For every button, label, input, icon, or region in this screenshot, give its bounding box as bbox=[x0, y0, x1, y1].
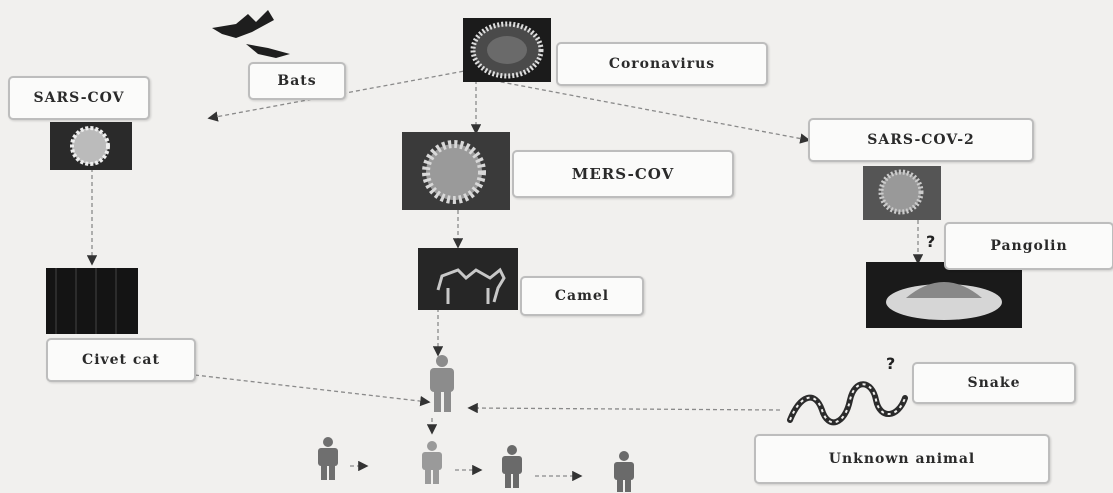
sars-cov-virus-image bbox=[50, 122, 132, 170]
mers-cov-virus-image bbox=[402, 132, 510, 210]
snake-label: Snake bbox=[912, 362, 1076, 404]
coronavirus-image bbox=[463, 18, 551, 82]
camel-icon bbox=[418, 248, 518, 310]
edge-coronavirus-sars-cov-2 bbox=[479, 77, 811, 144]
human-icon-2 bbox=[422, 441, 442, 484]
human-icon-4 bbox=[614, 451, 634, 492]
snake-icon bbox=[787, 381, 908, 426]
civet-cat-icon bbox=[46, 268, 138, 334]
sars-cov-2-label: SARS-COV-2 bbox=[808, 118, 1034, 162]
coronavirus-label: Coronavirus bbox=[556, 42, 768, 86]
snake-question-mark: ? bbox=[886, 354, 896, 373]
camel-label: Camel bbox=[520, 276, 644, 316]
unknown-animal-label: Unknown animal bbox=[754, 434, 1050, 484]
sars-cov-2-virus-image bbox=[863, 166, 941, 220]
edge-snake-human bbox=[467, 402, 781, 414]
edge-civet-human bbox=[194, 374, 431, 407]
bats-label: Bats bbox=[248, 62, 346, 100]
pangolin-label: Pangolin bbox=[944, 222, 1113, 270]
human-icon-1 bbox=[318, 437, 338, 480]
mers-cov-label: MERS-COV bbox=[512, 150, 734, 198]
bat-icon bbox=[212, 10, 290, 58]
sars-cov-label: SARS-COV bbox=[8, 76, 150, 120]
human-icon-3 bbox=[502, 445, 522, 488]
human-icon-main bbox=[430, 355, 454, 412]
pangolin-icon bbox=[866, 262, 1022, 328]
pangolin-question-mark: ? bbox=[926, 232, 936, 251]
civet-cat-label: Civet cat bbox=[46, 338, 196, 382]
edge-coronavirus-sars-cov bbox=[207, 69, 471, 122]
